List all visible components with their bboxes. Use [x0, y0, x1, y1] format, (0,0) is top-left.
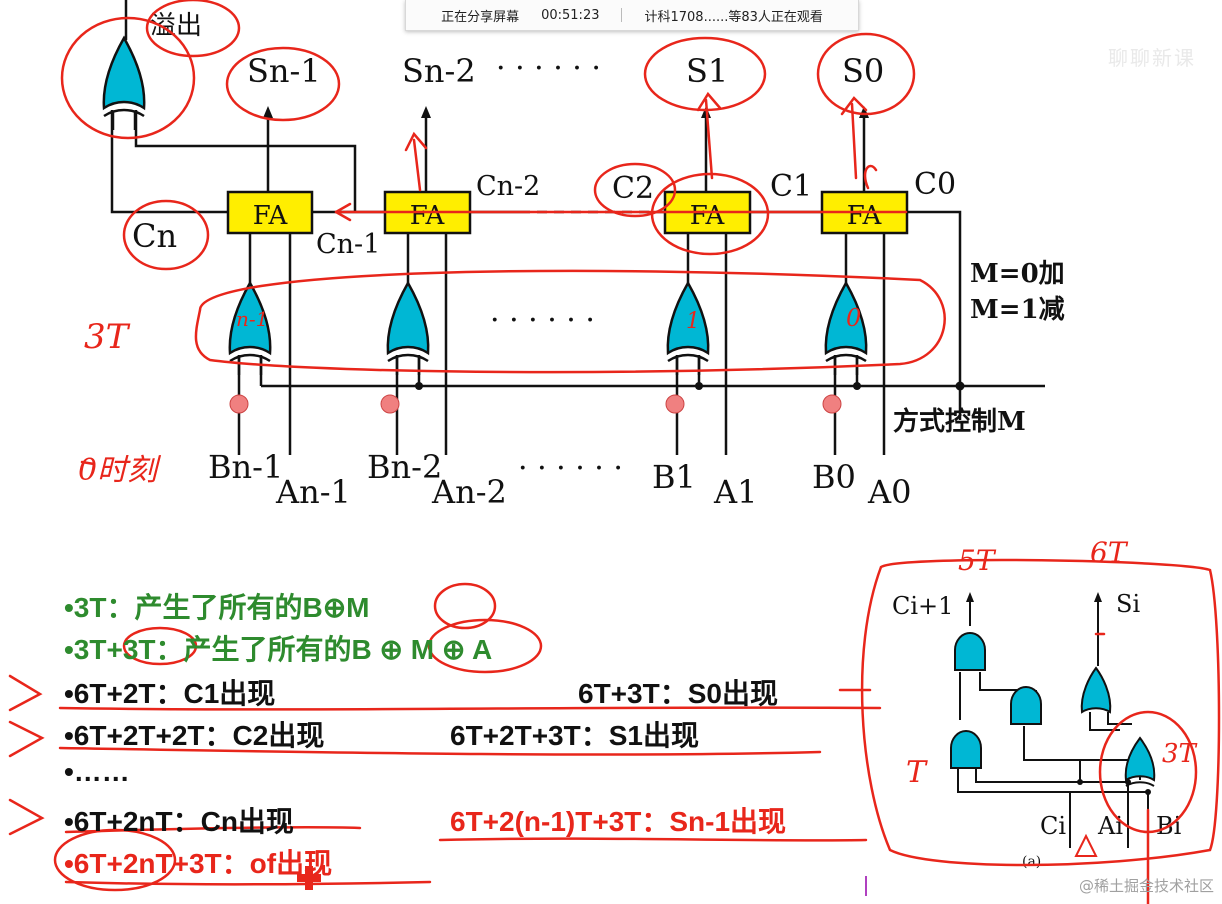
timing-line-6b: 6T+2(n-1)T+3T：Sn-1出现 [450, 806, 787, 837]
input-b-n-1: Bn-1 [208, 448, 283, 486]
inset-caption: (a) [1022, 854, 1041, 870]
inset-a-label: Ai [1097, 812, 1123, 840]
sum-label-n-1: Sn-1 [247, 52, 321, 90]
share-time: 00:51:23 [541, 7, 600, 23]
overflow-xor-gate [102, 36, 146, 132]
sum-label-0: S0 [842, 52, 884, 90]
input-a-1: A1 [713, 473, 757, 511]
annotation-inset-3t: 3T [1162, 739, 1198, 769]
site-watermark: @稀土掘金技术社区 [1078, 877, 1214, 895]
sum-label-1: S1 [686, 52, 728, 90]
input-a-0: A0 [867, 473, 911, 511]
carry-label-2: C2 [612, 171, 654, 206]
input-markers [229, 394, 842, 414]
timing-line-3a: •6T+2T：C1出现 [64, 678, 276, 709]
inset-circuit: Ci+1 Si Ci Ai Bi (a) [892, 590, 1182, 870]
carry-label-1: C1 [770, 169, 812, 204]
input-b-n-2: Bn-2 [367, 448, 442, 486]
annotation-inset-6t: 6T [1090, 536, 1129, 569]
inset-or-gate [1080, 667, 1112, 713]
carry-label-n-2: Cn-2 [476, 171, 540, 202]
mode-add-label: M=0加 [970, 259, 1065, 289]
carry-label-0: C0 [914, 167, 956, 202]
sum-arrowheads [263, 106, 869, 118]
inset-and-gate-top [954, 632, 986, 671]
inset-carry-out-label: Ci+1 [892, 592, 953, 620]
red-cursor-mark [297, 866, 321, 890]
input-ellipsis: · · · · · · [518, 451, 623, 486]
bus-junctions [415, 381, 965, 391]
annotation-inset-t: T [906, 755, 928, 790]
mode-sub-label: M=1减 [970, 295, 1065, 325]
xor-gate-n-2 [386, 281, 430, 377]
input-a-n-1: An-1 [275, 473, 351, 511]
timing-line-1: •3T：产生了所有的B⊕M [64, 592, 370, 623]
annotation-gate-0: 0 [846, 304, 861, 332]
fa-label: FA [847, 201, 883, 231]
fa-label: FA [253, 201, 289, 231]
timing-line-4a: •6T+2T+2T：C2出现 [64, 720, 325, 751]
share-viewers: 计科1708......等83人正在观看 [644, 9, 823, 25]
inset-carry-in-label: Ci [1040, 812, 1066, 840]
carry-label-n-1: Cn-1 [316, 229, 380, 260]
sum-label-n-2: Sn-2 [402, 52, 476, 90]
timing-line-6a: •6T+2nT：Cn出现 [64, 806, 294, 837]
timing-line-7: •6T+2nT+3T：of出现 [64, 848, 333, 879]
inset-and-gate-bottom [950, 730, 982, 769]
screen-share-bar[interactable]: 正在分享屏幕 00:51:23 计科1708......等83人正在观看 [405, 0, 859, 31]
input-a-n-2: An-2 [431, 473, 507, 511]
control-label: 方式控制M [893, 406, 1026, 437]
sum-ellipsis: · · · · · · [496, 51, 601, 86]
share-status: 正在分享屏幕 [441, 9, 520, 25]
full-adder-n-1 [226, 190, 314, 235]
annotation-gate-1: 1 [686, 309, 700, 334]
inset-and-gate-mid [1010, 686, 1042, 725]
inset-sum-label: Si [1116, 590, 1140, 618]
carry-label-n: Cn [132, 217, 177, 255]
annotation-time-zero: 0时刻 [78, 453, 161, 488]
input-b-1: B1 [652, 458, 696, 496]
timing-line-2: •3T+3T：产生了所有的B ⊕ M ⊕ A [64, 634, 493, 665]
annotation-inset-5t: 5T [958, 544, 997, 577]
red-annotations [8, 0, 1221, 904]
overlay-watermark-text: 聊聊新课 [1108, 46, 1196, 70]
timing-line-5: •…… [64, 756, 130, 787]
red-handwriting: 3T 0时刻 n-1 1 0 5T 6T T 3T [78, 304, 1198, 790]
fa-label: FA [410, 201, 446, 231]
annotation-gate-n-1: n-1 [236, 307, 268, 331]
fa-labels: FA FA FA FA [253, 201, 883, 231]
fa-label: FA [690, 201, 726, 231]
annotation-3t: 3T [84, 317, 131, 357]
share-separator [621, 8, 623, 22]
timing-line-4b: 6T+2T+3T：S1出现 [450, 720, 699, 751]
gate-ellipsis: · · · · · · [490, 303, 595, 338]
timing-line-3b: 6T+3T：S0出现 [578, 678, 778, 709]
input-b-0: B0 [812, 458, 856, 496]
